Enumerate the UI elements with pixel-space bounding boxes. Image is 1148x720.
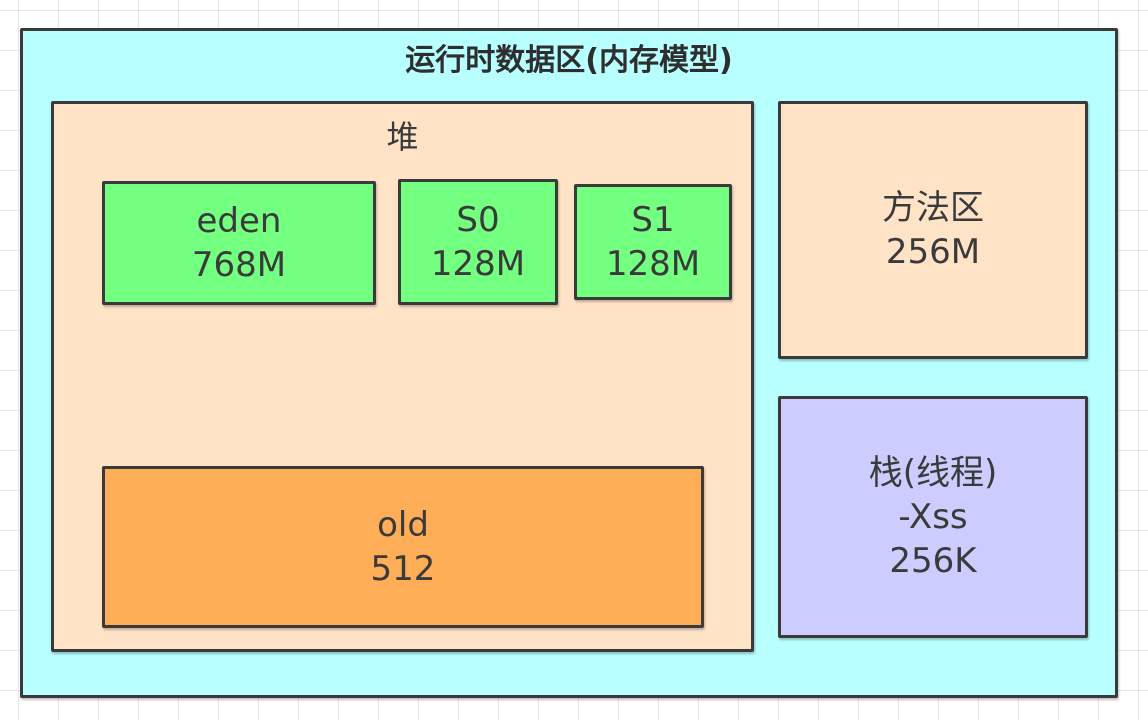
runtime-data-area-title: 运行时数据区(内存模型): [405, 43, 733, 78]
stack-block: 栈(线程) -Xss 256K: [778, 396, 1088, 638]
survivor-s0-block: S0 128M: [398, 179, 558, 305]
method-area-block: 方法区 256M: [778, 101, 1088, 359]
s0-name: S0: [456, 200, 500, 240]
stack-name: 栈(线程): [868, 453, 998, 493]
eden-size: 768M: [191, 245, 287, 285]
old-generation-block: old 512: [102, 466, 704, 628]
method-area-name: 方法区: [882, 188, 984, 228]
eden-name: eden: [196, 201, 282, 241]
method-area-size: 256M: [885, 232, 981, 272]
stack-size: 256K: [889, 541, 977, 581]
s0-size: 128M: [430, 244, 526, 284]
survivor-s1-block: S1 128M: [574, 184, 732, 300]
old-name: old: [377, 505, 429, 545]
stack-param: -Xss: [898, 497, 968, 537]
s1-name: S1: [631, 200, 675, 240]
old-size: 512: [370, 549, 436, 589]
heap-label: 堆: [386, 118, 419, 156]
eden-block: eden 768M: [102, 181, 376, 305]
s1-size: 128M: [605, 244, 701, 284]
